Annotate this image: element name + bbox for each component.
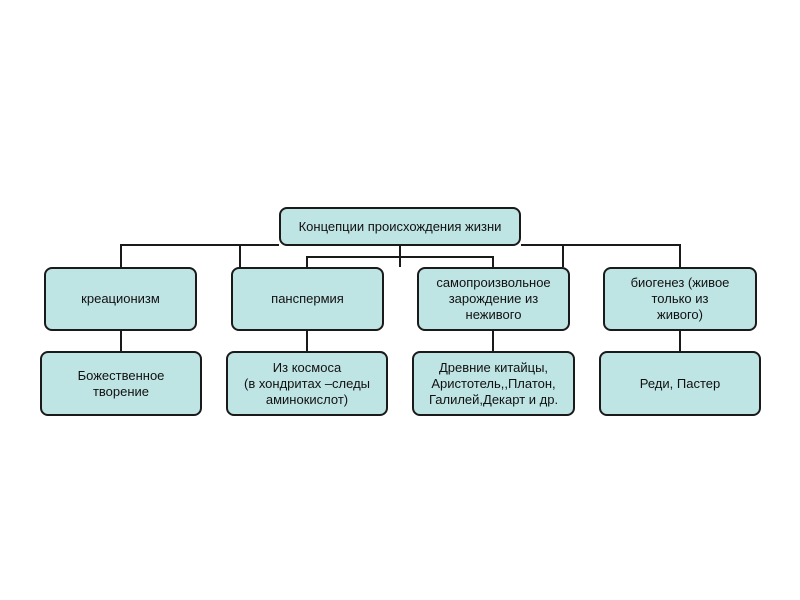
connector-root-to-panspermia [239,244,279,267]
detail-node-spontaneous-generation: Древние китайцы, Аристотель,,Платон, Гал… [412,351,575,416]
concept-node-biogenesis: биогенез (живое только из живого) [603,267,757,331]
connector-root-to-creationism [120,244,279,267]
concept-node-panspermia: панспермия [231,267,384,331]
detail-node-creationism: Божественное творение [40,351,202,416]
root-node: Концепции происхождения жизни [279,207,521,246]
concept-node-creationism: креационизм [44,267,197,331]
detail-node-panspermia: Из космоса (в хондритах –следы аминокисл… [226,351,388,416]
concept-node-spontaneous-generation: самопроизвольное зарождение из неживого [417,267,570,331]
connector-root-to-biogenesis-outer [521,244,681,267]
connector-root-to-biogenesis [521,244,564,267]
detail-node-biogenesis: Реди, Пастер [599,351,761,416]
